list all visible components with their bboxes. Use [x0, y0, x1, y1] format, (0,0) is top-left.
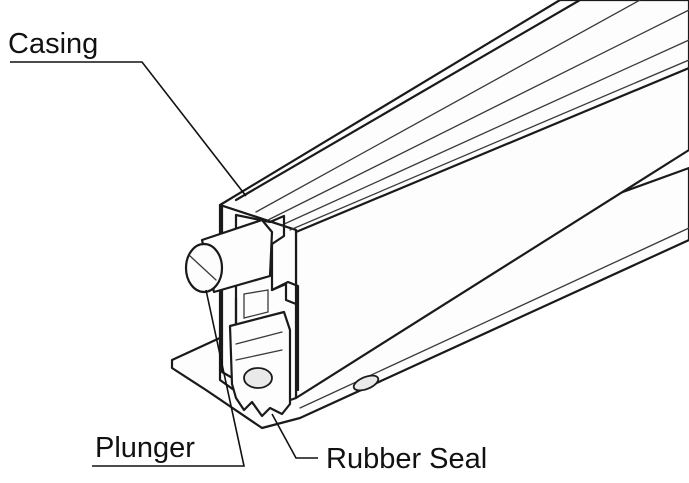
rubber-seal-label: Rubber Seal	[326, 443, 488, 475]
plunger-leader	[92, 289, 245, 467]
casing-leader	[10, 61, 247, 197]
casing-label: Casing	[8, 28, 99, 60]
rubber-seal-leader	[271, 413, 318, 459]
casing-body	[218, 0, 689, 412]
rubber-seal	[228, 310, 292, 418]
plunger-label: Plunger	[95, 432, 195, 464]
plunger-rod	[184, 218, 274, 294]
